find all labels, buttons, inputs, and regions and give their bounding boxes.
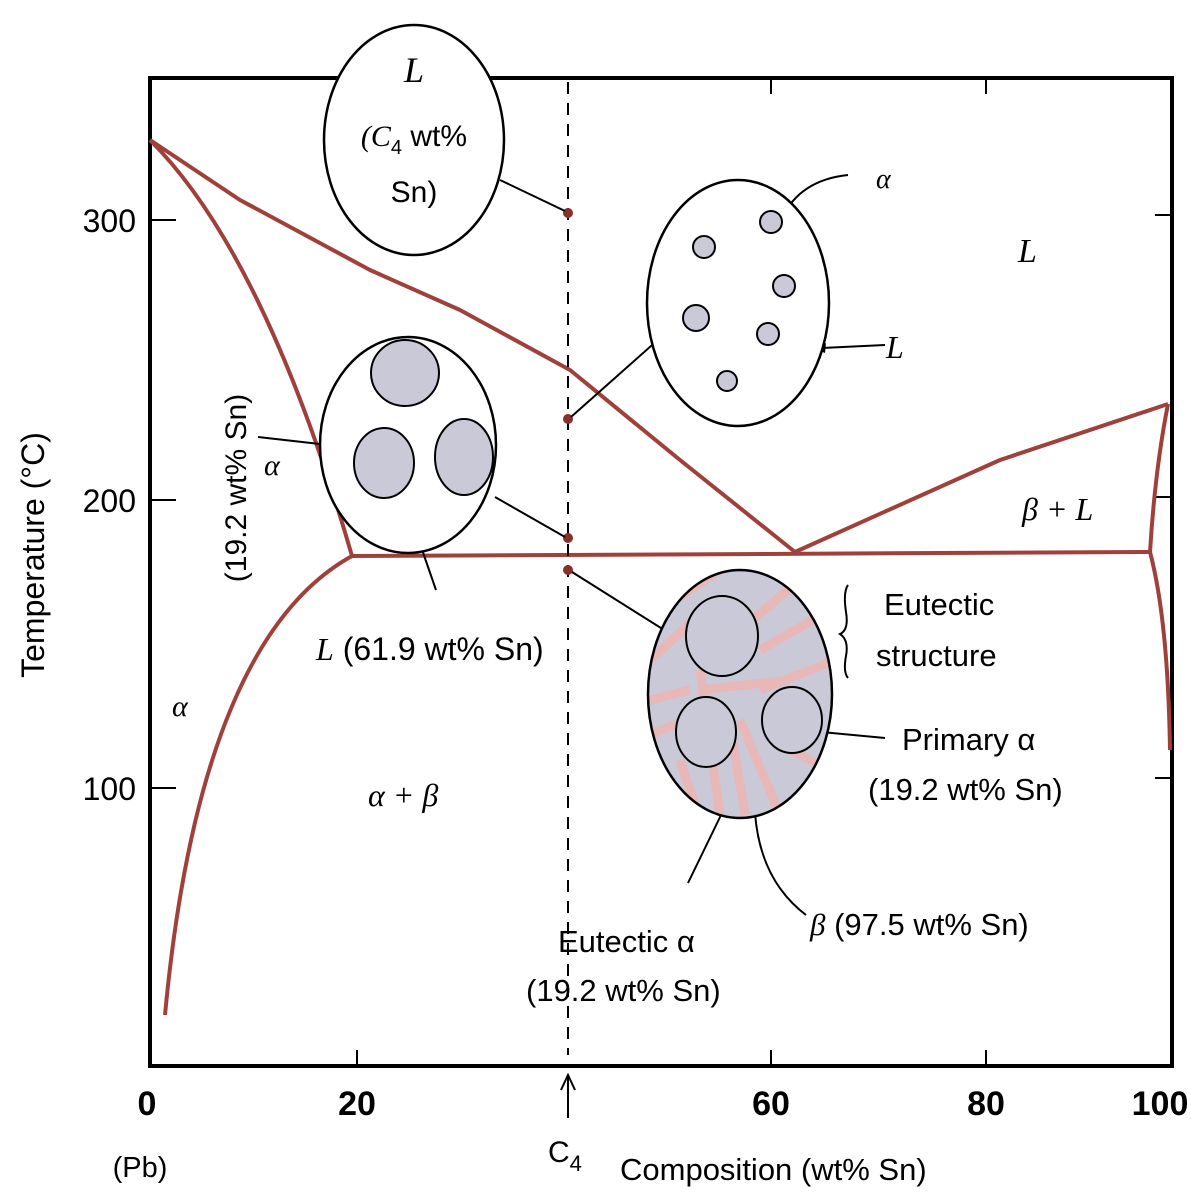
primary-alpha-label-line1: Primary α — [902, 722, 1035, 757]
eutectic-isotherm — [351, 550, 1151, 558]
x-tick-80: 80 — [967, 1085, 1005, 1123]
c4-points — [563, 208, 573, 575]
alpha-composition-label: (19.2 wt% Sn) — [220, 394, 253, 582]
microstructure-eutectic — [646, 568, 834, 820]
point-alpha-liquid — [563, 414, 573, 424]
bubble-alpha-liquid — [645, 178, 831, 428]
liquidus-left — [148, 138, 797, 554]
solidus-right — [1148, 403, 1170, 553]
y-tick-300: 300 — [83, 203, 136, 239]
beta-composition-label: β (97.5 wt% Sn) — [809, 907, 1029, 942]
x-tick-60: 60 — [752, 1085, 790, 1123]
point-above-eutectic — [563, 533, 573, 543]
x-tick-20: 20 — [338, 1085, 376, 1123]
liquidus-right — [794, 402, 1169, 554]
bubble-liquid-phase: L — [403, 50, 424, 90]
y-axis-title: Temperature (°C) — [15, 432, 51, 678]
x-tick-100: 100 — [1132, 1085, 1189, 1123]
region-alpha-upper-label: α — [264, 449, 281, 482]
bubble-alpha-liquid-liquid-label: L — [885, 329, 904, 365]
point-liquid — [563, 208, 573, 218]
c4-arrow-icon — [560, 1072, 576, 1118]
region-beta-liquid-label: β + L — [1021, 491, 1093, 527]
y-tick-200: 200 — [83, 483, 136, 519]
c4-label: C4 — [548, 1136, 582, 1176]
eutectic-alpha-label-line2: (19.2 wt% Sn) — [526, 973, 721, 1008]
bubble-liquid-sn: Sn) — [391, 176, 438, 209]
eutectic-structure-label-line2: structure — [876, 638, 997, 673]
solvus-right — [1148, 551, 1172, 751]
x-axis-title: Composition (wt% Sn) — [620, 1152, 927, 1187]
x-axis-left-end-label: (Pb) — [113, 1152, 168, 1184]
liquid-composition-label: L (61.9 wt% Sn) — [315, 631, 544, 667]
eutectic-structure-label-line1: Eutectic — [884, 587, 994, 622]
bubble-liquid — [322, 23, 506, 257]
x-tick-0: 0 — [138, 1085, 157, 1123]
bubble-alpha-grains — [318, 335, 498, 555]
point-below-eutectic — [563, 565, 573, 575]
region-alpha-beta-label: α + β — [368, 777, 438, 813]
solvus-left — [163, 554, 353, 1016]
primary-alpha-label-line2: (19.2 wt% Sn) — [868, 772, 1063, 807]
bubble-liquid-composition: (C4 wt% — [361, 120, 467, 159]
eutectic-alpha-label-line1: Eutectic α — [558, 924, 695, 959]
region-liquid-label: L — [1017, 233, 1037, 270]
y-tick-100: 100 — [83, 771, 136, 807]
bubble-alpha-liquid-alpha-label: α — [876, 164, 892, 195]
plot-frame — [148, 76, 1174, 1068]
region-alpha-left-label: α — [172, 690, 189, 723]
